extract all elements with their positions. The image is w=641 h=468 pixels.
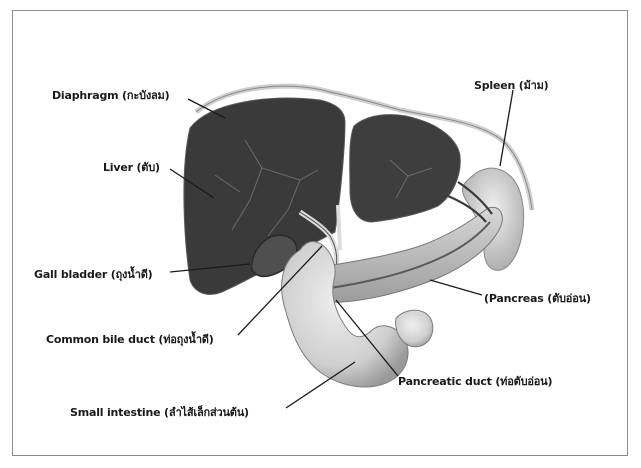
pancreatic-duct-label: Pancreatic duct (ท่อตับอ่อน): [398, 372, 552, 390]
spleen-pointer: [500, 90, 513, 166]
diaphragm-label: Diaphragm (กะบังลม): [52, 86, 169, 104]
pancreas-label: (Pancreas (ตับอ่อน): [484, 289, 591, 307]
pancreas-pointer: [430, 280, 482, 295]
spleen-label: Spleen (ม้าม): [474, 76, 548, 94]
liver-left-lobe-shape: [350, 115, 461, 222]
gall-bladder-label: Gall bladder (ถุงน้ำดี): [34, 265, 152, 283]
common-bile-duct-label: Common bile duct (ท่อถุงน้ำดี): [46, 330, 214, 348]
small-intestine-label: Small intestine (ลำไส้เล็กส่วนต้น): [70, 403, 249, 421]
liver-label: Liver (ตับ): [103, 158, 160, 176]
